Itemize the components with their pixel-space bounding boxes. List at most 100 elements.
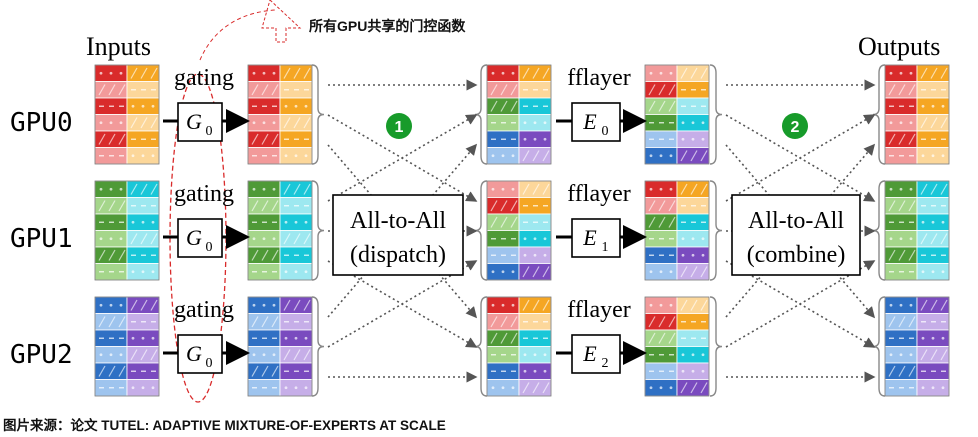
- gated-grid-gpu2-cell-4-1: [279, 362, 313, 380]
- dispatched-grid-gpu0-cell-2-0: [486, 97, 520, 115]
- input-grid-gpu0-cell-2-1: [126, 97, 160, 115]
- gating-label-gpu2: gating: [174, 297, 234, 323]
- expert-output-grid-gpu0-cell-2-0: [644, 97, 678, 115]
- gated-grid-gpu0-cell-1-1: [279, 81, 313, 99]
- combine-line1: All-to-All: [748, 208, 844, 234]
- input-grid-gpu0-cell-5-0: [94, 147, 128, 165]
- dispatch-box: All-to-All (dispatch): [332, 194, 464, 276]
- gated-grid-gpu1-cell-5-1: [279, 263, 313, 281]
- output-grid-gpu2-cell-3-0: [884, 346, 918, 364]
- expert-symbol-gpu1: E: [582, 225, 597, 250]
- gated-grid-gpu0-cell-0-1: [279, 64, 313, 82]
- expert-output-grid-gpu0-cell-2-1: [676, 97, 710, 115]
- input-grid-gpu2-cell-3-1: [126, 346, 160, 364]
- output-grid-gpu0-cell-4-0: [884, 130, 918, 148]
- gated-grid-gpu2-cell-2-1: [279, 329, 313, 347]
- dispatched-grid-gpu0-cell-0-1: [518, 64, 552, 82]
- dispatched-grid-gpu0-cell-4-0: [486, 130, 520, 148]
- input-grid-gpu0-cell-0-0: [94, 64, 128, 82]
- gated-grid-gpu1-cell-5-0: [247, 263, 281, 281]
- expert-box-gpu2: [571, 334, 621, 374]
- output-grid-gpu0-cell-2-1: [916, 97, 950, 115]
- brace-expert-right-gpu2: [709, 296, 723, 397]
- fflayer-label-gpu2: fflayer: [567, 297, 631, 323]
- output-grid-gpu2-cell-5-1: [916, 379, 950, 397]
- gated-grid-gpu0-cell-4-0: [247, 130, 281, 148]
- output-grid-gpu1-cell-1-1: [916, 197, 950, 215]
- input-grid-gpu0-cell-1-0: [94, 81, 128, 99]
- expert-box-gpu0: [571, 102, 621, 142]
- expert-output-grid-gpu2-cell-1-1: [676, 313, 710, 331]
- gated-grid-gpu2-cell-4-0: [247, 362, 281, 380]
- input-grid-gpu0-cell-2-0: [94, 97, 128, 115]
- output-grid-gpu2-cell-4-0: [884, 362, 918, 380]
- brace-gated-right-gpu2: [311, 296, 325, 397]
- dispatched-grid-gpu0: [486, 64, 552, 165]
- dispatched-grid-gpu1-cell-4-0: [486, 246, 520, 264]
- output-grid-gpu1-cell-3-1: [916, 230, 950, 248]
- input-grid-gpu2: [94, 296, 160, 397]
- input-grid-gpu2-cell-2-1: [126, 329, 160, 347]
- brace-expert-right-gpu1: [709, 180, 723, 281]
- expert-output-grid-gpu1-cell-0-0: [644, 180, 678, 198]
- input-grid-gpu2-cell-0-1: [126, 296, 160, 314]
- output-grid-gpu1: [884, 180, 950, 281]
- gate-symbol-gpu0: G: [186, 109, 202, 134]
- routing-lines: [327, 79, 876, 383]
- output-grid-gpu1-cell-4-1: [916, 246, 950, 264]
- output-grid-gpu2-cell-1-0: [884, 313, 918, 331]
- input-grid-gpu2-cell-4-1: [126, 362, 160, 380]
- expert-output-grid-gpu1-cell-5-1: [676, 263, 710, 281]
- expert-output-grid-gpu1: [644, 180, 710, 281]
- dispatched-grid-gpu1-cell-1-1: [518, 197, 552, 215]
- step-badge-1-text: 1: [395, 119, 404, 136]
- brace-output-left-gpu1: [872, 180, 886, 281]
- expert-output-grid-gpu0-cell-4-0: [644, 130, 678, 148]
- output-grid-gpu1-cell-3-0: [884, 230, 918, 248]
- dispatch-route-2-1: [327, 260, 478, 348]
- dispatched-grid-gpu2-cell-0-1: [518, 296, 552, 314]
- dispatched-grid-gpu2-cell-2-1: [518, 329, 552, 347]
- dispatched-grid-gpu2-cell-5-0: [486, 379, 520, 397]
- input-grid-gpu1-cell-5-1: [126, 263, 160, 281]
- expert-output-grid-gpu2-cell-4-1: [676, 362, 710, 380]
- annotation-arrow-head: [261, 0, 302, 43]
- expert-output-grid-gpu2-cell-4-0: [644, 362, 678, 380]
- brace-dispatched-left-gpu0: [474, 64, 488, 165]
- gated-grid-gpu1-cell-0-1: [279, 180, 313, 198]
- gate-subscript-gpu0: 0: [206, 124, 213, 139]
- step-badge-2: 2: [782, 113, 808, 139]
- caption: 图片来源：论文 TUTEL: ADAPTIVE MIXTURE-OF-EXPER…: [3, 417, 446, 433]
- step-badge-2-text: 2: [791, 119, 800, 136]
- brace-gated-right-gpu0: [311, 64, 325, 165]
- input-grid-gpu0: [94, 64, 160, 165]
- expert-output-grid-gpu0-cell-0-1: [676, 64, 710, 82]
- gated-grid-gpu0-cell-0-0: [247, 64, 281, 82]
- input-grid-gpu1-cell-2-0: [94, 213, 128, 231]
- gated-grid-gpu1: [247, 180, 313, 281]
- gate-box-gpu0: [177, 102, 223, 142]
- output-grid-gpu2-cell-4-1: [916, 362, 950, 380]
- output-grid-gpu0-cell-3-0: [884, 114, 918, 132]
- dispatched-grid-gpu2: [486, 296, 552, 397]
- gated-grid-gpu2: [247, 296, 313, 397]
- output-grid-gpu1-cell-5-0: [884, 263, 918, 281]
- expert-output-grid-gpu2-cell-3-1: [676, 346, 710, 364]
- dispatched-grid-gpu1-cell-2-0: [486, 213, 520, 231]
- dispatched-grid-gpu1-cell-4-1: [518, 246, 552, 264]
- output-grid-gpu0-cell-5-0: [884, 147, 918, 165]
- brace-expert-right-gpu0: [709, 64, 723, 165]
- dispatched-grid-gpu1-cell-3-0: [486, 230, 520, 248]
- output-grid-gpu1-cell-0-0: [884, 180, 918, 198]
- expert-symbol-gpu2: E: [582, 341, 597, 366]
- output-grid-gpu2-cell-1-1: [916, 313, 950, 331]
- dispatched-grid-gpu1-cell-3-1: [518, 230, 552, 248]
- gated-grid-gpu2-cell-1-1: [279, 313, 313, 331]
- input-grid-gpu2-cell-5-0: [94, 379, 128, 397]
- gated-grid-gpu1-cell-2-1: [279, 213, 313, 231]
- expert-output-grid-gpu1-cell-1-0: [644, 197, 678, 215]
- expert-output-grid-gpu2-cell-2-1: [676, 329, 710, 347]
- dispatched-grid-gpu0-cell-4-1: [518, 130, 552, 148]
